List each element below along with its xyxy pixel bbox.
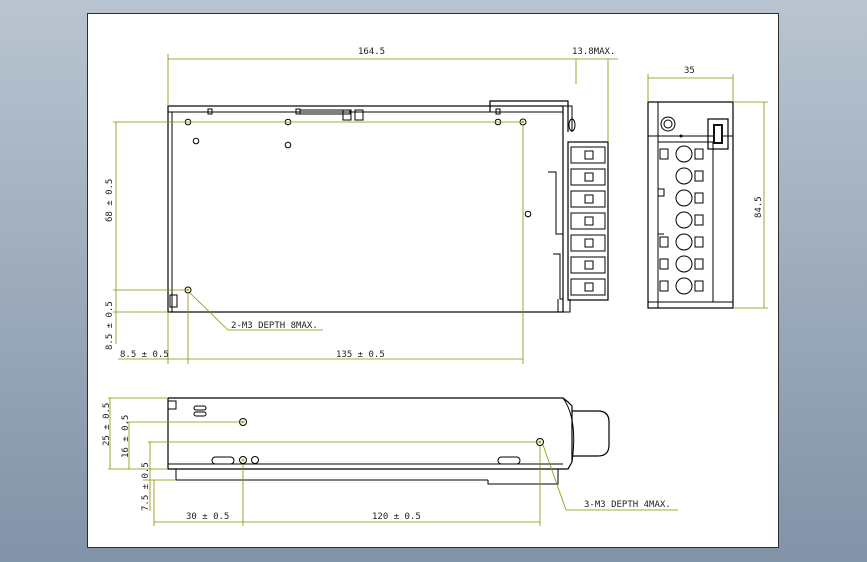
dim-bottom-w1: 30 ± 0.5 — [186, 512, 229, 522]
dim-side-height: 84.5 — [754, 196, 764, 218]
drawing-sheet: 164.5 13.8MAX. 68 ± 0.5 8.5 ± 0.5 8.5 ± … — [87, 13, 779, 548]
callout-bottom-view-holes: 3-M3 DEPTH 4MAX. — [584, 500, 671, 510]
dim-bottom-h1: 25 ± 0.5 — [102, 403, 112, 446]
callout-top-view-holes: 2-M3 DEPTH 8MAX. — [231, 321, 318, 331]
dim-bottom-h2: 16 ± 0.5 — [121, 415, 131, 458]
side-view-dimensions: 35 84.5 — [647, 66, 768, 309]
top-view-dimensions: 164.5 13.8MAX. 68 ± 0.5 8.5 ± 0.5 8.5 ± … — [105, 47, 618, 364]
dim-hole-spacing-horizontal: 135 ± 0.5 — [336, 350, 385, 360]
bottom-view-dimensions: 25 ± 0.5 16 ± 0.5 7.5 ± 0.5 30 ± 0.5 120… — [102, 397, 678, 526]
dim-left-offset: 8.5 ± 0.5 — [120, 350, 169, 360]
dim-side-width: 35 — [684, 66, 695, 76]
side-terminals — [657, 142, 704, 295]
dim-bottom-w2: 120 ± 0.5 — [372, 512, 421, 522]
terminal-block-front — [567, 141, 609, 301]
side-view — [647, 101, 734, 309]
dim-terminal-protrusion: 13.8MAX. — [572, 47, 615, 57]
top-view — [167, 100, 609, 313]
bottom-view — [167, 397, 610, 485]
dim-hole-spacing-vertical: 68 ± 0.5 — [105, 179, 115, 222]
dim-top-length: 164.5 — [358, 47, 385, 57]
dim-bottom-offset: 8.5 ± 0.5 — [105, 301, 115, 350]
technical-drawing: 164.5 13.8MAX. 68 ± 0.5 8.5 ± 0.5 8.5 ± … — [102, 47, 768, 526]
top-view-body — [167, 105, 564, 313]
dim-bottom-h3: 7.5 ± 0.5 — [141, 462, 151, 511]
